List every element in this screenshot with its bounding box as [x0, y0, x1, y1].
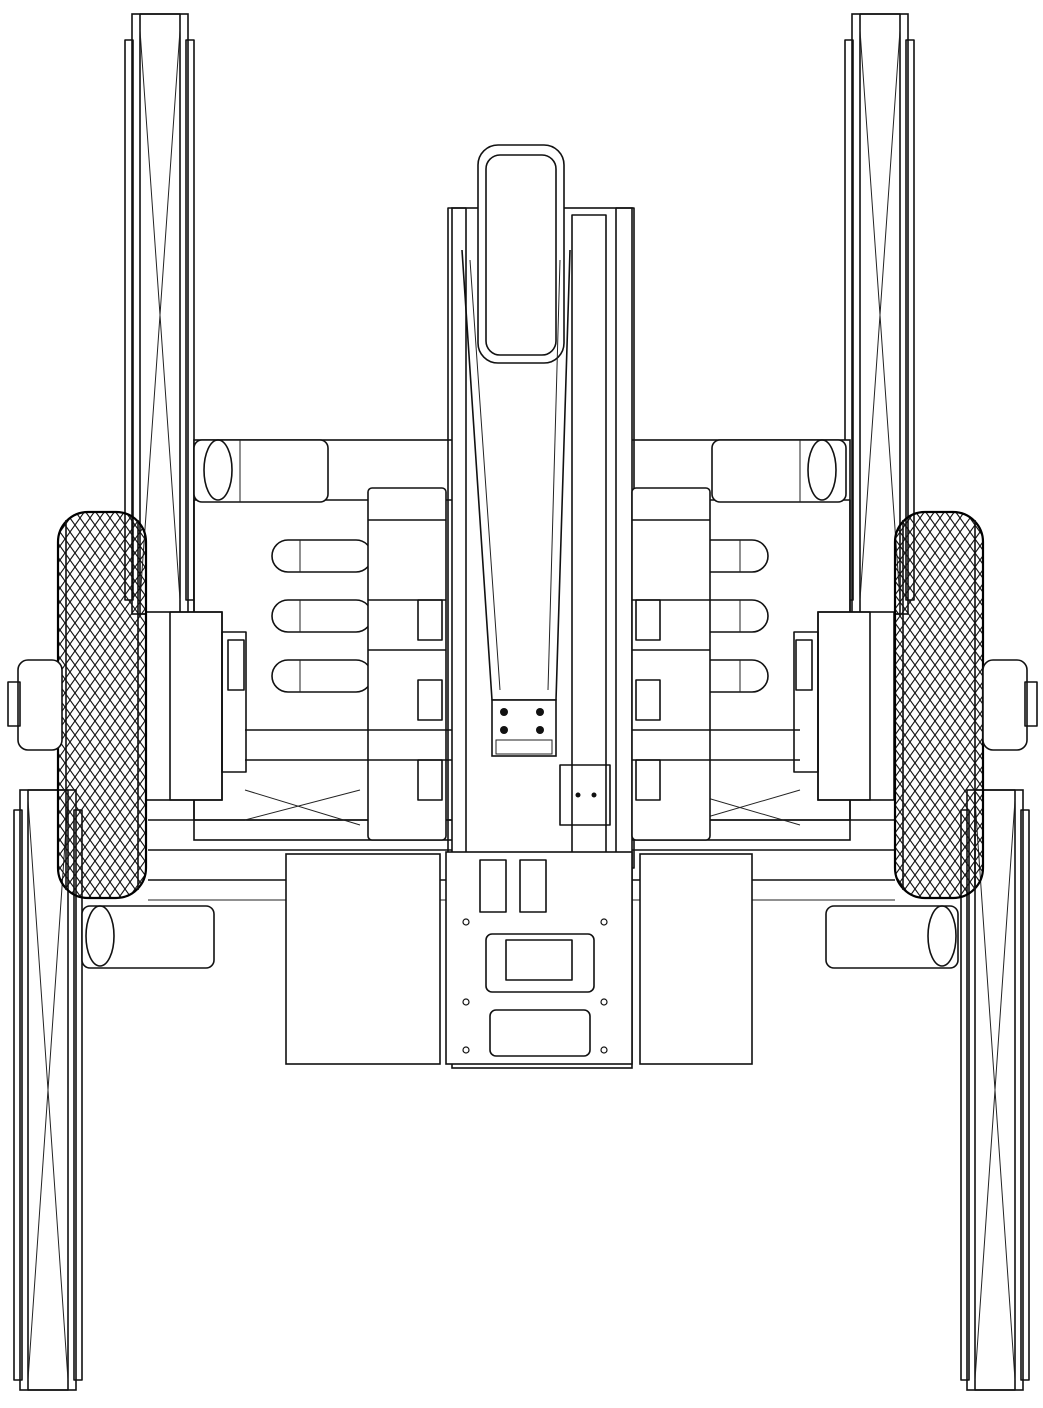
- left-motor-housing: [145, 611, 247, 801]
- left-lower-cylinder-block: [81, 905, 215, 969]
- left-upper-flipper-arm: [124, 13, 195, 615]
- right-lower-flipper-arm: [960, 789, 1030, 1391]
- right-hub-block: [982, 659, 1038, 751]
- right-drive-column: [631, 487, 711, 841]
- right-upper-flipper-arm: [844, 13, 915, 615]
- left-lower-box: [285, 853, 441, 1065]
- right-lower-cylinder-block: [825, 905, 959, 969]
- right-tire: [893, 510, 985, 900]
- right-motor-housing: [793, 611, 895, 801]
- bottom-center-plate: [445, 851, 633, 1065]
- right-lower-box: [639, 853, 753, 1065]
- left-tire: [56, 510, 148, 900]
- left-hub-block: [7, 659, 63, 751]
- left-top-cylinder-block: [193, 439, 329, 503]
- right-top-cylinder-block: [711, 439, 847, 503]
- left-drive-column: [367, 487, 447, 841]
